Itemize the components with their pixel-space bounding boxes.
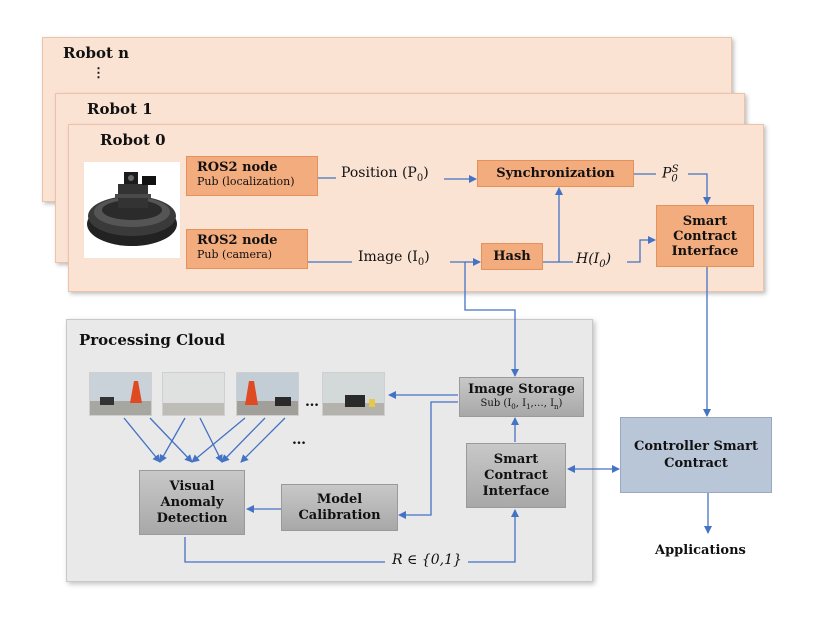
ros2-node-localization-sub: Pub (localization) <box>197 175 295 188</box>
image-thumbnail-2 <box>162 372 225 416</box>
image-thumbnail-1 <box>89 372 152 416</box>
p0s-label: P0S <box>662 164 679 185</box>
hash-output-label: H(I0) <box>576 251 612 270</box>
ros2-node-localization: ROS2 node Pub (localization) <box>186 156 318 196</box>
image-storage-box: Image Storage Sub (I0, I1,…, In) <box>459 377 584 417</box>
robot-0-title: Robot 0 <box>100 131 166 149</box>
smart-contract-interface-robot: Smart Contract Interface <box>656 205 754 267</box>
processing-cloud-title: Processing Cloud <box>79 331 226 349</box>
sci-robot-line-1: Smart <box>682 213 728 229</box>
visual-anomaly-detection-box: Visual Anomaly Detection <box>139 470 245 535</box>
synchronization-box: Synchronization <box>477 160 634 187</box>
hash-box: Hash <box>481 243 543 270</box>
robot-0-panel <box>68 124 764 292</box>
image-storage-title: Image Storage <box>468 381 575 397</box>
image-thumbnail-n <box>322 372 385 416</box>
image-thumbnail-3 <box>236 372 299 416</box>
image-storage-sub: Sub (I0, I1,…, In) <box>480 397 563 411</box>
robot-photo <box>84 162 180 258</box>
result-label: R ∈ {0,1} <box>392 552 462 568</box>
position-label: Position (P0) <box>341 165 429 184</box>
sci-robot-line-3: Interface <box>671 243 739 259</box>
ros2-node-camera-sub: Pub (camera) <box>197 248 273 261</box>
thumbnails-ellipsis: … <box>305 394 319 410</box>
ros2-node-camera: ROS2 node Pub (camera) <box>186 229 308 269</box>
robot-n-ellipsis: ⋮ <box>92 66 105 81</box>
image-label: Image (I0) <box>358 249 430 268</box>
detection-ellipsis: … <box>292 432 306 448</box>
sci-robot-line-2: Contract <box>673 228 737 244</box>
model-calibration-box: Model Calibration <box>281 484 398 531</box>
robot-1-title: Robot 1 <box>87 100 153 118</box>
robot-n-title: Robot n <box>63 44 130 62</box>
ros2-node-camera-title: ROS2 node <box>197 233 278 248</box>
smart-contract-interface-cloud: Smart Contract Interface <box>466 443 566 508</box>
applications-label: Applications <box>655 543 746 558</box>
controller-smart-contract-box: Controller Smart Contract <box>620 417 772 493</box>
ros2-node-localization-title: ROS2 node <box>197 160 278 175</box>
